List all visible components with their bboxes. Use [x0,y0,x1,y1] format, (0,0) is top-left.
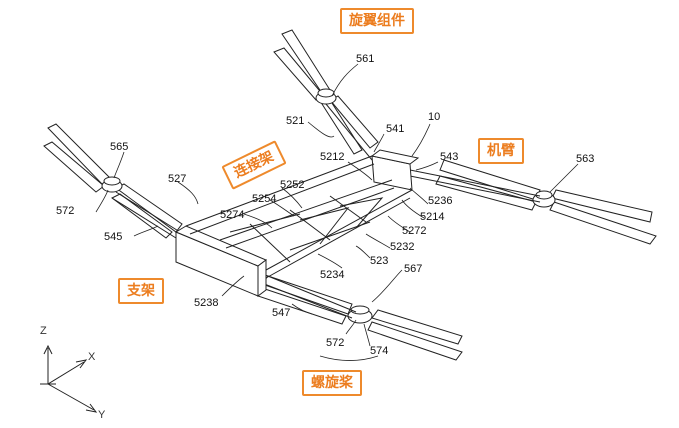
coordinate-axes: Z X Y [40,325,106,421]
arm-547 [253,271,357,319]
axis-y-line [47,383,95,411]
motor-567-cap [350,305,370,315]
ref-565: 565 [110,141,128,153]
blade-563-left [439,159,541,201]
frame-top-left-rail-b [189,163,375,235]
ref-567: 567 [404,263,422,275]
blade-567-right-b [367,321,463,361]
ref-572-top: 572 [56,205,74,217]
ref-523: 523 [370,255,388,267]
motor-561-cap [317,88,335,98]
blade-565-lower-b [111,193,173,239]
frame-top-left-rail [185,155,373,227]
ref-5234: 5234 [320,269,344,281]
ref-5212: 5212 [320,151,344,163]
ref-545: 545 [104,231,122,243]
connecting-frame [185,155,413,279]
frame-diag-2 [289,221,371,251]
ref-563: 563 [576,153,594,165]
bracket [174,225,267,297]
blade-567-right [371,309,463,345]
axis-z-arrow [43,344,53,355]
ref-5252: 5252 [280,179,304,191]
frame-bottom-rail-b [265,197,411,279]
callout-propeller: 螺旋桨 [302,370,362,396]
ref-5272: 5272 [402,225,426,237]
rotor-567 [257,275,463,361]
arm-545 [111,191,181,239]
callout-bracket: 支架 [118,278,164,304]
ref-572-bottom: 572 [326,337,344,349]
reference-numerals: 561 521 541 10 5212 543 563 565 527 5252… [56,53,594,357]
axis-z-label: Z [40,325,47,337]
ref-10: 10 [428,111,440,123]
axis-x-arrow [75,359,88,369]
frame-brace-1 [299,207,350,245]
axis-x-label: X [88,351,96,363]
leader-lines [95,63,579,361]
ref-561: 561 [356,53,374,65]
ref-5232: 5232 [390,241,414,253]
ref-574: 574 [370,345,388,357]
frame-cross-3 [329,195,367,223]
rotor-561 [273,29,379,161]
ref-5214: 5214 [420,211,444,223]
ref-5236: 5236 [428,195,452,207]
ref-5238: 5238 [194,297,218,309]
frame-mid-rail [219,179,393,241]
bracket-side-face [257,259,267,297]
rear-bracket-top [370,149,420,165]
motor-563-cap [535,190,553,200]
ref-541: 541 [386,123,404,135]
frame-brace-2 [339,197,384,229]
ref-543: 543 [440,151,458,163]
motor-565-cap [103,176,121,186]
rotor-563 [435,159,657,245]
arm-543 [409,169,541,203]
callout-rotor-assembly: 旋翼组件 [340,8,414,34]
ref-527: 527 [168,173,186,185]
ref-547: 547 [272,307,290,319]
callout-arm: 机臂 [478,138,524,164]
ref-5254: 5254 [252,193,276,205]
axis-y-arrow [85,403,98,413]
ref-521: 521 [286,115,304,127]
axis-y-label: Y [98,409,106,421]
mast-561 [325,103,373,161]
axis-x-line [47,361,85,385]
frame-cross-1 [249,223,291,263]
ref-5274: 5274 [220,209,244,221]
blade-563-right [551,189,653,223]
frame-bottom-rail [265,189,413,271]
